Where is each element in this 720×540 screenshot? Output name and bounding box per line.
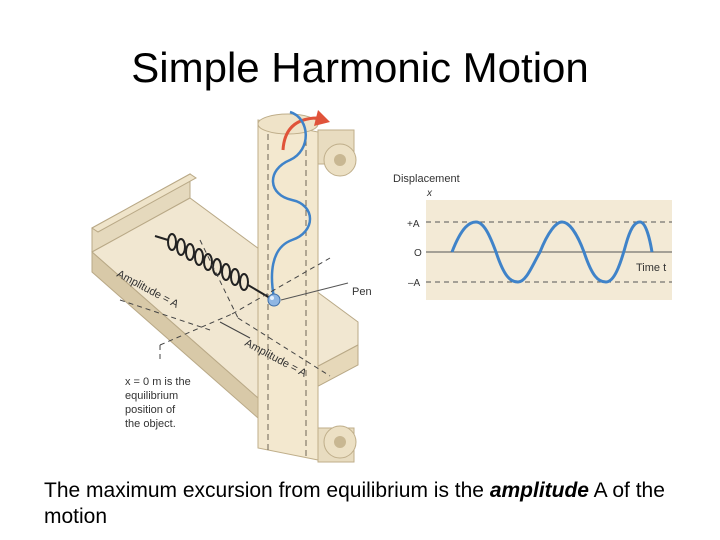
equilibrium-note-line-3: position of xyxy=(125,404,176,416)
graph-background xyxy=(426,200,672,300)
caption-text-before: The maximum excursion from equilibrium i… xyxy=(44,479,490,502)
caption-text-after: A of the motion xyxy=(44,479,665,528)
graph-y-symbol: x xyxy=(426,188,433,199)
pen-ball xyxy=(267,293,281,307)
graph-zero-label: O xyxy=(414,248,422,259)
sine-wave xyxy=(450,220,654,284)
displacement-graph: Displacement x +A O –A Time t xyxy=(393,173,672,300)
caption: The maximum excursion from equilibrium i… xyxy=(44,478,704,530)
graph-neg-amp-label: –A xyxy=(408,278,421,289)
pen-trace xyxy=(270,110,312,299)
pen-label: Pen xyxy=(352,286,372,298)
equilibrium-note-line-4: the object. xyxy=(125,418,176,430)
graph-pos-amp-label: +A xyxy=(407,219,420,230)
dimension-lines xyxy=(119,239,331,377)
pen-leader xyxy=(280,282,349,301)
equilibrium-note: x = 0 m is the equilibrium position of t… xyxy=(125,376,191,430)
equilibrium-note-line-2: equilibrium xyxy=(125,390,178,402)
equilibrium-note-line-1: x = 0 m is the xyxy=(125,376,191,388)
slide-title: Simple Harmonic Motion xyxy=(131,44,589,91)
graph-y-label: Displacement xyxy=(393,173,460,185)
spring xyxy=(154,233,271,299)
graph-time-label: Time t xyxy=(636,262,666,274)
caption-emphasis: amplitude xyxy=(489,479,589,502)
rotation-arrow xyxy=(281,110,330,151)
